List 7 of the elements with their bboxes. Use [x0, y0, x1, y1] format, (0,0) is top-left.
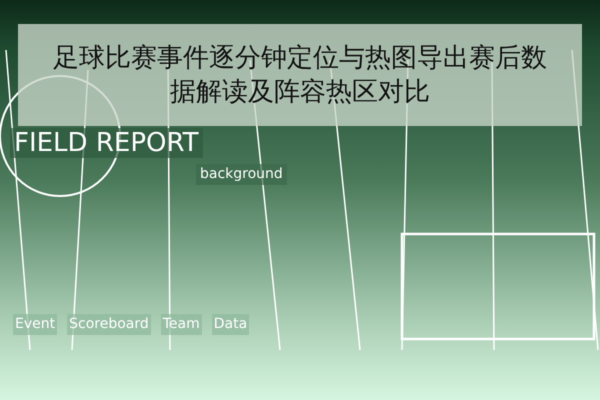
menu-label: Scoreboard [67, 314, 151, 335]
report-heading: FIELD REPORT [10, 128, 203, 158]
menu-label: Data [212, 314, 250, 335]
title: 足球比赛事件逐分钟定位与热图导出赛后数据解读及阵容热区对比 [52, 42, 548, 109]
menu-label: Event [13, 314, 58, 335]
menu-label: Team [160, 314, 202, 335]
subtitle: background [196, 164, 287, 185]
